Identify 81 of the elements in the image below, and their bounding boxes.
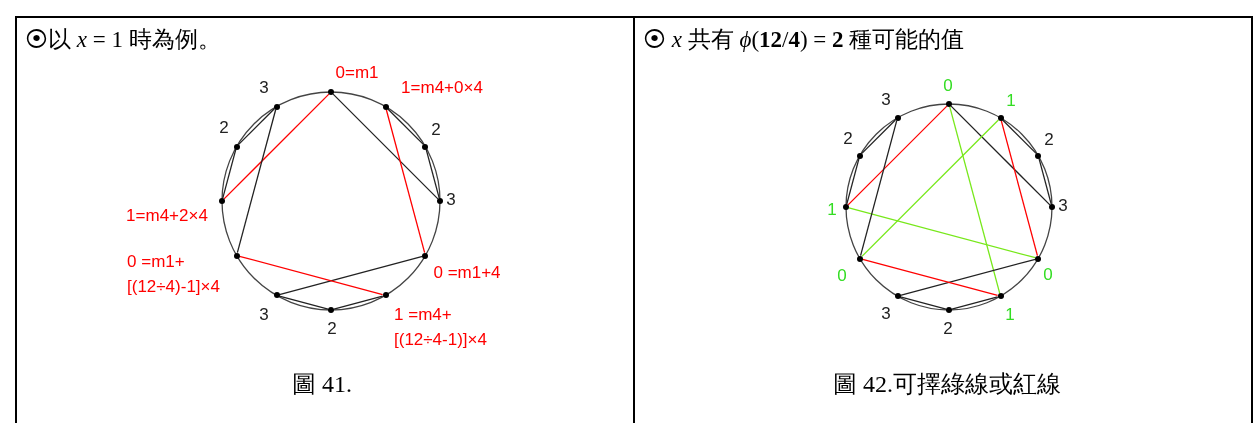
point-label: 2	[431, 118, 441, 141]
point-label: 3	[446, 188, 456, 211]
point-label: 0	[837, 264, 847, 287]
figure-caption: 圖 41.	[292, 370, 352, 399]
point-dot	[894, 293, 901, 300]
point-label: 3	[881, 88, 891, 111]
point-dot	[382, 292, 389, 299]
point-dot	[946, 307, 952, 313]
chord-line	[949, 106, 1001, 294]
point-label: 1	[1006, 89, 1016, 112]
chord-line	[1000, 120, 1039, 257]
table-cell	[633, 16, 1253, 423]
chord-line	[332, 93, 439, 200]
point-label: 3	[259, 76, 269, 99]
point-label: 0 =m1+4	[433, 261, 501, 284]
chord-line	[1038, 157, 1052, 205]
point-label: 1=m4+2×4	[126, 204, 208, 227]
point-dot	[1035, 255, 1042, 262]
point-dot	[422, 143, 429, 150]
point-dot	[328, 89, 334, 95]
chord-line	[236, 108, 277, 254]
chord-line	[899, 296, 947, 310]
chord-line	[862, 258, 999, 297]
chord-line	[848, 207, 1036, 259]
chord-line	[238, 108, 276, 146]
chord-line	[1001, 119, 1037, 155]
chord-line	[278, 255, 424, 296]
chord-line	[847, 105, 948, 206]
point-label: 1=m4+0×4	[401, 76, 483, 99]
chord-line	[861, 119, 897, 155]
figure-caption: 圖 42.可擇綠線或紅線	[833, 370, 1061, 399]
point-dot	[997, 293, 1004, 300]
point-dot	[843, 204, 849, 210]
point-dot	[856, 255, 863, 262]
point-label: 2	[843, 127, 853, 150]
point-label: 2	[1044, 128, 1054, 151]
point-label: 3	[259, 303, 269, 326]
point-label: 3	[1058, 194, 1068, 217]
chord-line	[859, 120, 898, 257]
chord-line	[278, 295, 329, 310]
heading-text: ⦿以 x = 1 時為例。	[25, 26, 221, 54]
point-dot	[233, 252, 240, 259]
point-label: 0 =m1+ [(12÷4)-1]×4	[127, 251, 221, 298]
point-label: 1	[827, 198, 837, 221]
chord-line	[385, 108, 426, 254]
chord-line	[238, 255, 384, 296]
point-dot	[328, 307, 334, 313]
heading-text: ⦿ x 共有 ϕ(12/4) = 2 種可能的值	[643, 26, 965, 54]
point-dot	[946, 101, 952, 107]
point-dot	[219, 198, 225, 204]
chord-line	[951, 296, 999, 310]
point-dot	[273, 292, 280, 299]
point-label: 3	[881, 302, 891, 325]
point-dot	[233, 143, 240, 150]
chord-line	[223, 93, 330, 200]
point-dot	[1035, 152, 1042, 159]
point-label: 0	[943, 74, 953, 97]
point-label: 1 =m4+ [(12÷4-1)]×4	[394, 304, 488, 351]
chord-line	[846, 157, 860, 205]
chord-line	[861, 119, 1000, 258]
point-dot	[437, 198, 443, 204]
point-label: 1	[1005, 303, 1015, 326]
point-dot	[997, 114, 1004, 121]
point-label: 2	[219, 116, 229, 139]
point-dot	[273, 103, 280, 110]
point-dot	[1049, 204, 1055, 210]
chord-line	[899, 258, 1036, 297]
point-label: 2	[943, 317, 953, 340]
point-dot	[382, 103, 389, 110]
point-dot	[856, 152, 863, 159]
point-label: 0	[1043, 263, 1053, 286]
chord-line	[950, 105, 1051, 206]
point-label: 2	[327, 317, 337, 340]
chord-line	[386, 108, 424, 146]
chord-line	[222, 148, 237, 199]
point-dot	[422, 252, 429, 259]
chord-line	[333, 295, 384, 310]
point-dot	[894, 114, 901, 121]
chord-line	[425, 148, 440, 199]
point-label: 0=m1	[335, 61, 379, 84]
table-cell	[15, 16, 635, 423]
